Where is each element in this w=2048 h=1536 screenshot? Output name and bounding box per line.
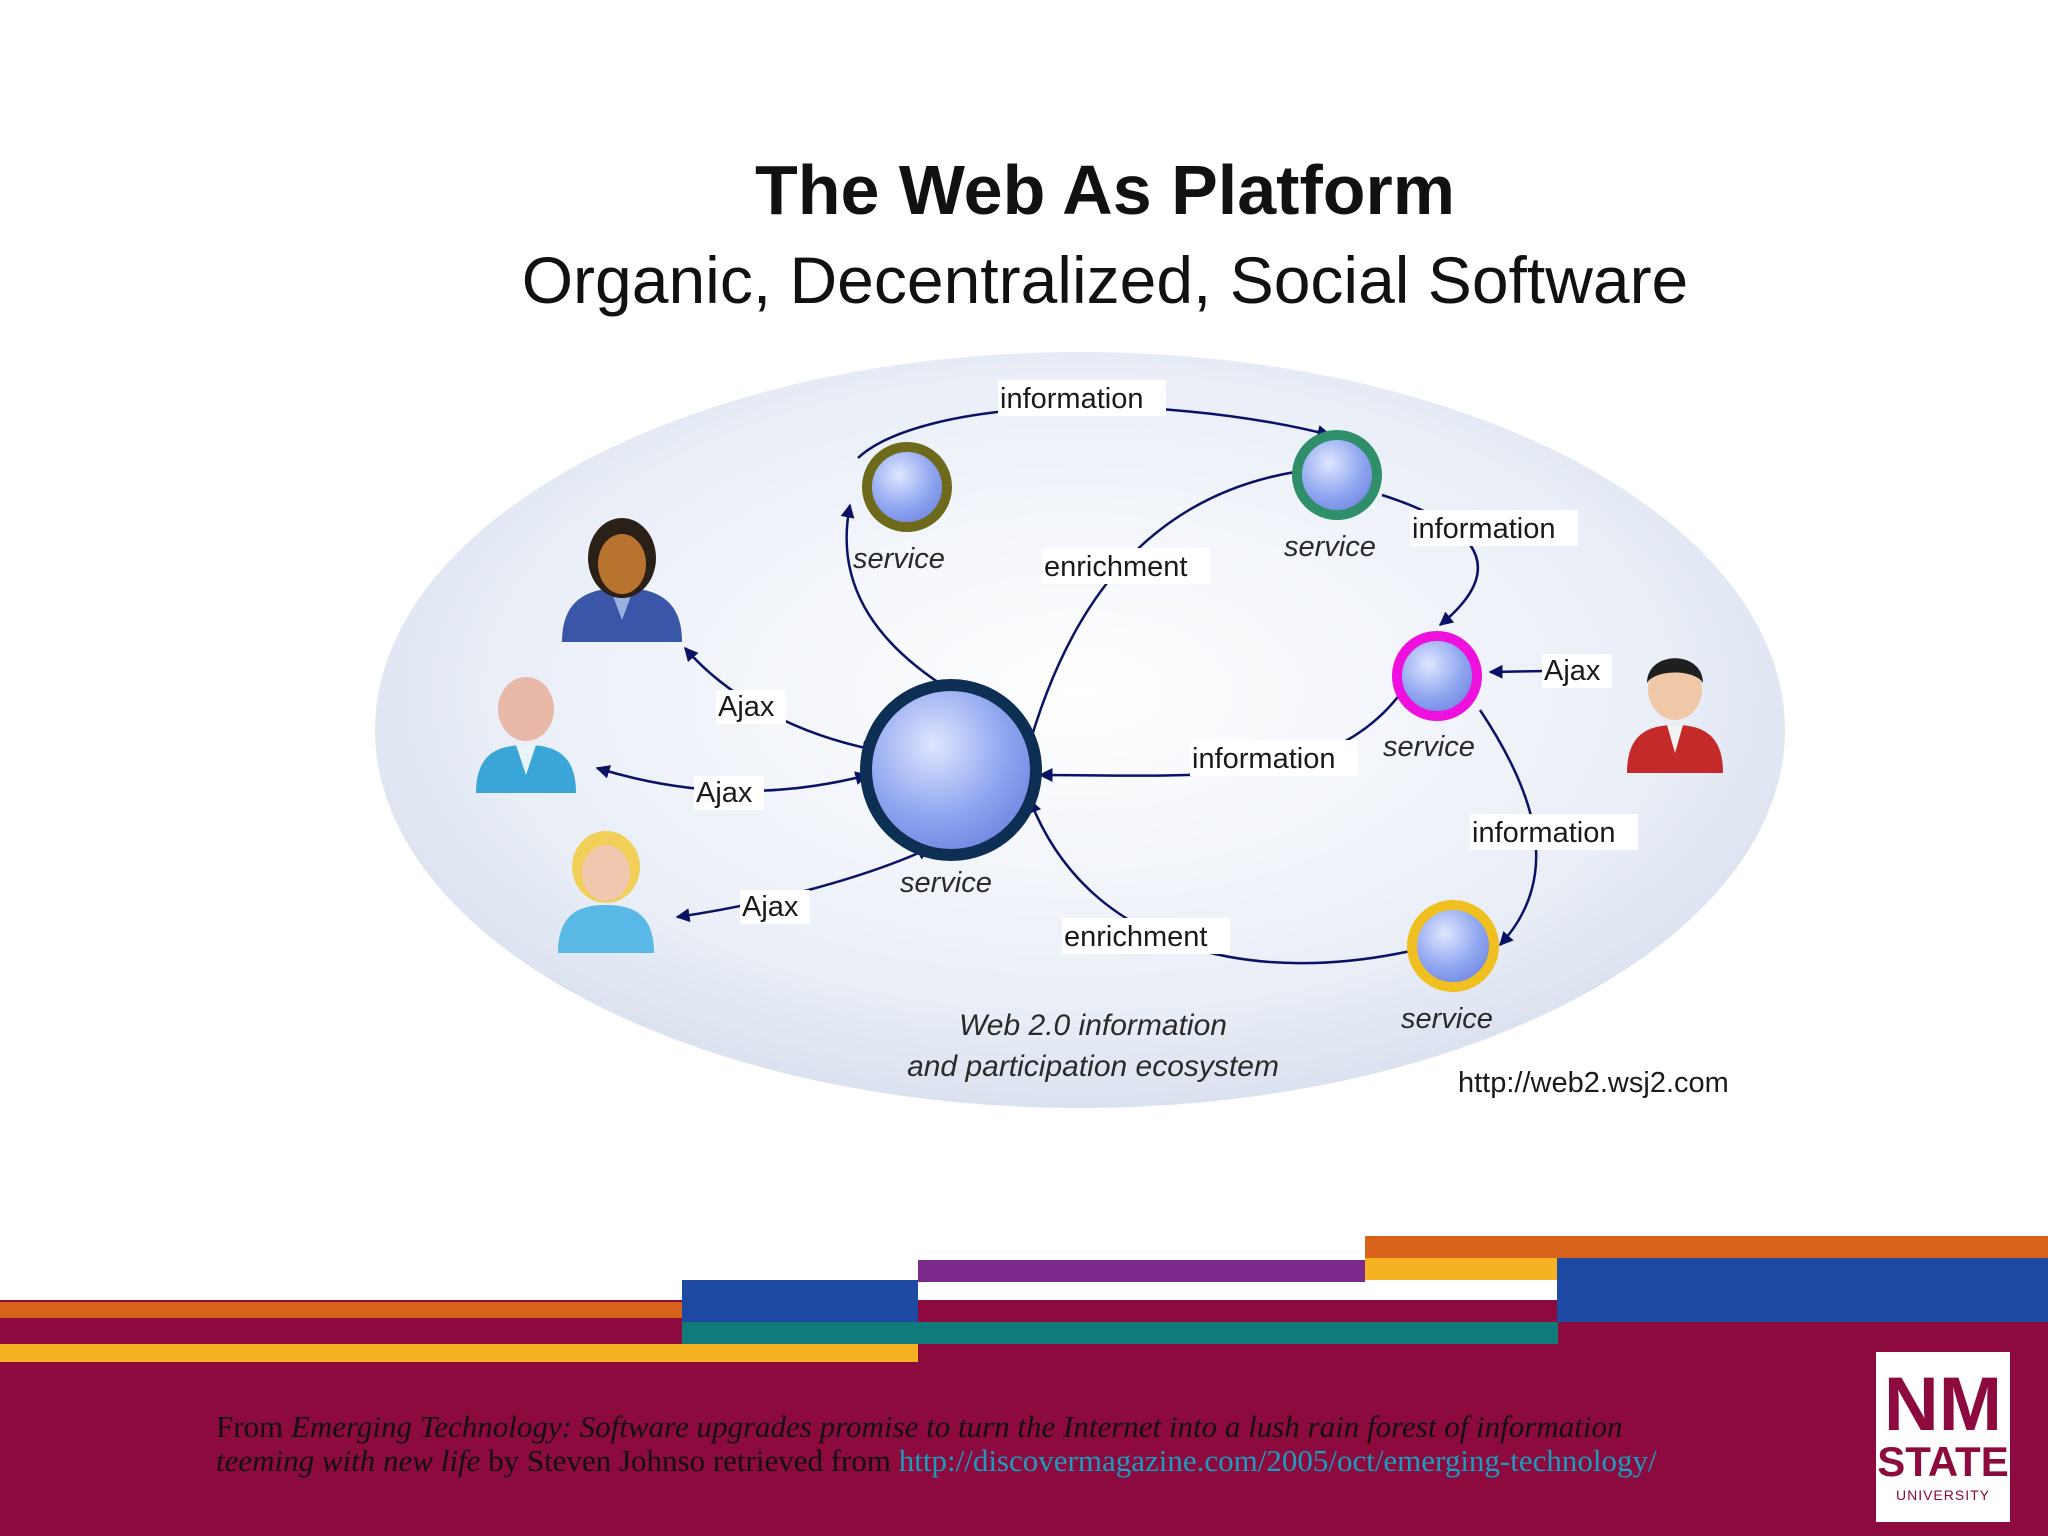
bald-man-user-icon: [476, 677, 576, 793]
edge-label-ajax-1: Ajax: [718, 691, 775, 723]
service-node-center: [860, 679, 1042, 861]
logo-nm: NM: [1884, 1362, 2002, 1447]
edge-label-info-right: information: [1412, 513, 1555, 545]
blonde-woman-user-icon: [558, 831, 654, 953]
woman-dark-hair-user-icon: [562, 518, 682, 642]
node-label-top-right: service: [1284, 531, 1376, 563]
edge-label-ajax-3: Ajax: [742, 891, 799, 923]
node-label-top-left: service: [853, 543, 945, 575]
edge-label-ajax-4: Ajax: [1544, 655, 1601, 687]
node-label-bottom-right: service: [1401, 1003, 1493, 1035]
edge-label-ajax-2: Ajax: [696, 777, 753, 809]
ecosystem-label-line1: Web 2.0 information: [959, 1009, 1227, 1042]
edge-label-info-mid: information: [1192, 743, 1335, 775]
node-label-right: service: [1383, 731, 1475, 763]
footer-bands: [0, 1236, 2048, 1536]
citation-title-line1: Emerging Technology: Software upgrades p…: [290, 1409, 1623, 1444]
edge-label-enrich-bottom: enrichment: [1064, 921, 1207, 953]
service-node-bottom-right: [1407, 900, 1499, 992]
source-url: http://web2.wsj2.com: [1458, 1067, 1729, 1099]
edge-label-info-lower: information: [1472, 817, 1615, 849]
edge-label-info-top: information: [1000, 383, 1143, 415]
citation-prefix: From: [216, 1409, 291, 1444]
ecosystem-ellipse: [375, 352, 1785, 1108]
logo-state: STATE: [1877, 1438, 2008, 1485]
service-node-right: [1392, 631, 1482, 721]
service-node-top-left: [862, 442, 952, 532]
edge-label-enrich-top: enrichment: [1044, 551, 1187, 583]
service-node-top-right: [1292, 430, 1382, 520]
slide-subtitle: Organic, Decentralized, Social Software: [521, 243, 1689, 317]
logo-university: UNIVERSITY: [1896, 1487, 1990, 1503]
slide-title: The Web As Platform: [754, 151, 1456, 229]
citation-title-line2: teeming with new life: [216, 1443, 481, 1478]
citation-byline: by Steven Johnso retrieved from: [480, 1443, 899, 1478]
edge-ajax-3: [675, 846, 932, 923]
edge-center-to-topleft: [840, 503, 951, 692]
man-red-jacket-user-icon: [1627, 658, 1723, 773]
citation: From Emerging Technology: Software upgra…: [216, 1410, 1816, 1478]
ecosystem-label-line2: and participation ecosystem: [907, 1050, 1279, 1083]
node-label-center: service: [900, 867, 992, 899]
nm-state-logo: NM STATE UNIVERSITY: [1876, 1352, 2010, 1522]
citation-link[interactable]: http://discovermagazine.com/2005/oct/eme…: [898, 1443, 1657, 1478]
